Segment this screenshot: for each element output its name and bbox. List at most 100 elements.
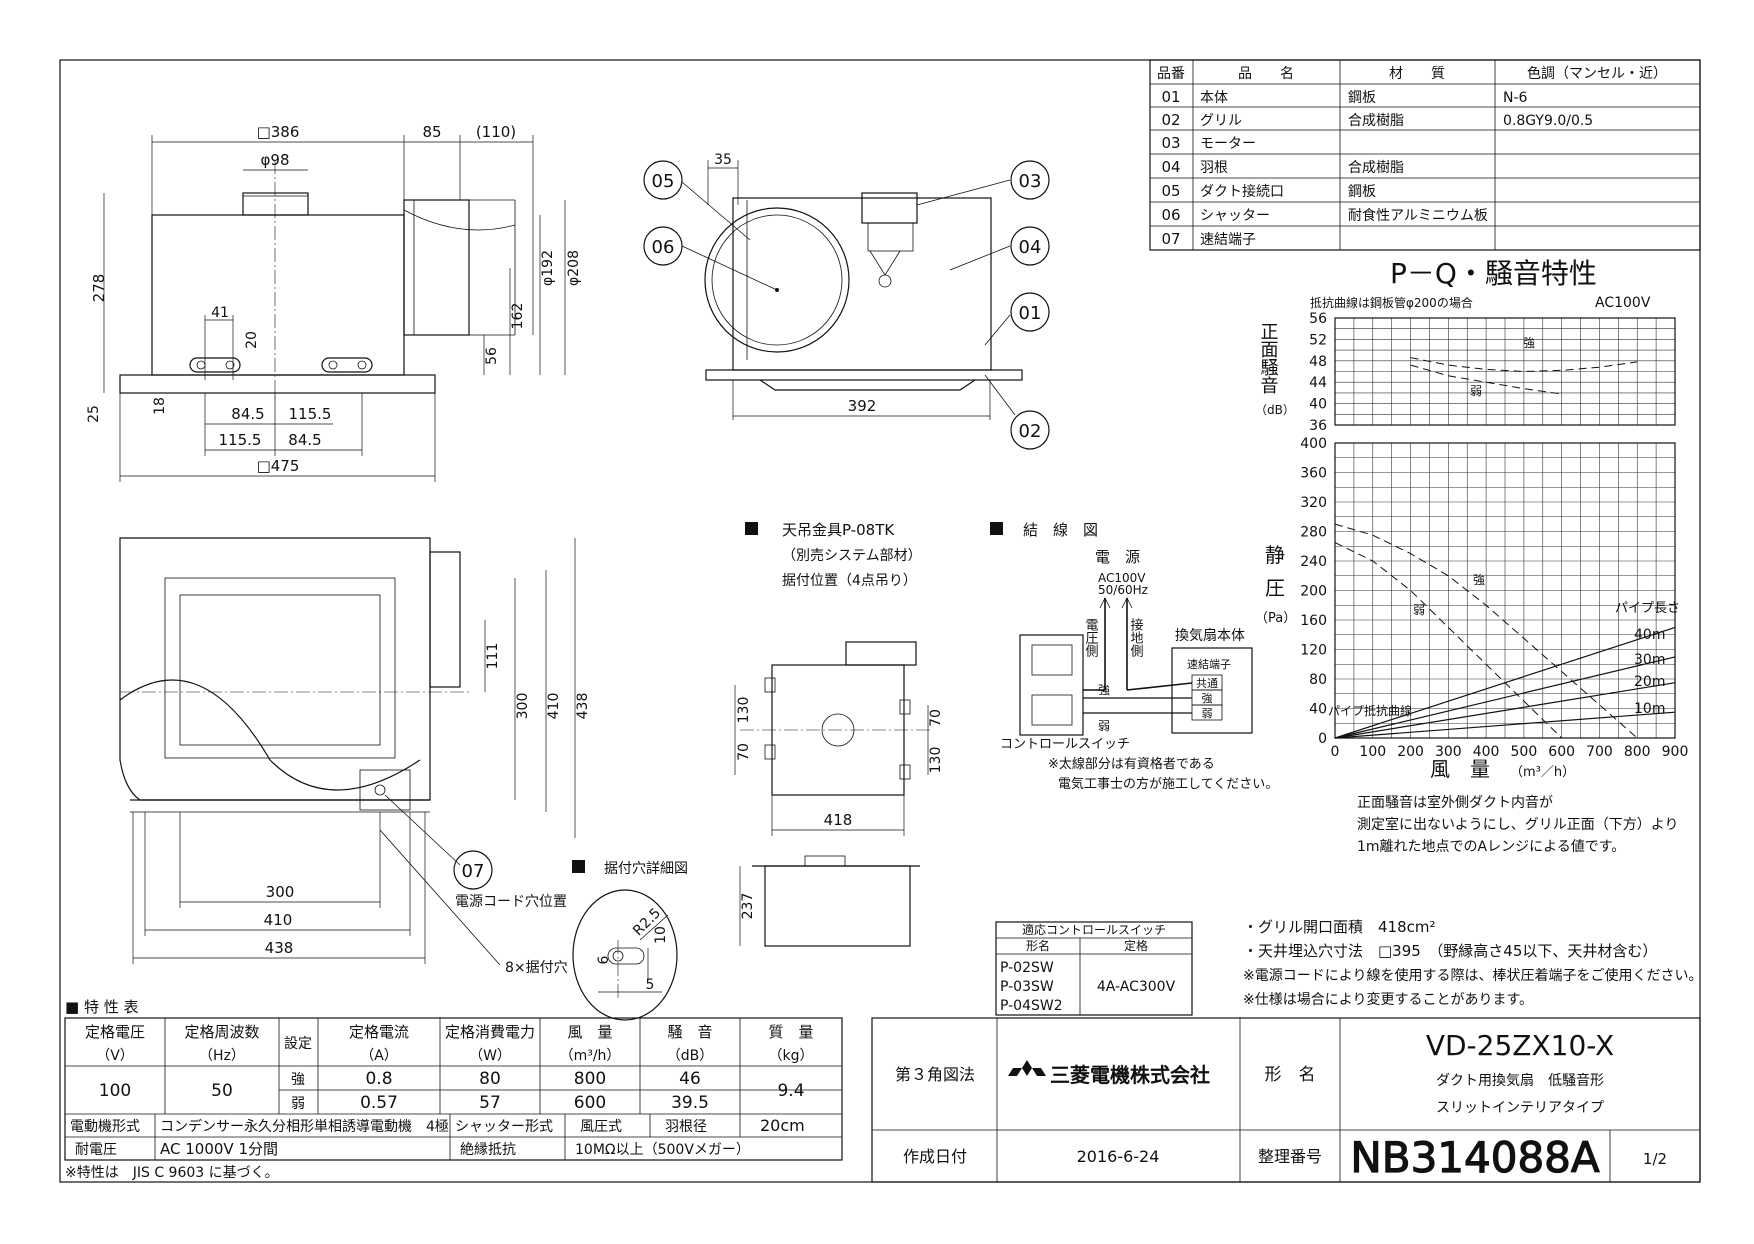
wiring-title: 結 線 図: [1023, 521, 1098, 539]
wiring-note1: ※太線部分は有資格者である: [1048, 756, 1215, 772]
date-label: 作成日付: [903, 1147, 967, 1166]
part-no: 05: [1161, 182, 1180, 200]
noise-ytick: 44: [1309, 375, 1327, 391]
pq-chart: P－Q・騒音特性 抵抗曲線は鋼板管φ200の場合 AC100V 正面騒音 （dB…: [1255, 257, 1688, 855]
part-material: 鋼板: [1348, 90, 1376, 106]
pressure-ytick: 200: [1300, 584, 1327, 600]
char-header-setting: 設定: [284, 1036, 312, 1052]
spec-notes: ・グリル開口面積 418cm² ・天井埋込穴寸法 □395 （野縁高さ45以下、…: [1243, 918, 1702, 1008]
dim-25: 25: [86, 405, 102, 423]
mitsubishi-logo-icon: [1008, 1060, 1046, 1076]
part-name: グリル: [1200, 113, 1242, 129]
pressure-ytick: 240: [1300, 554, 1327, 570]
char-frequency-value: 50: [211, 1081, 233, 1101]
char-header-flow: 風 量: [567, 1023, 612, 1041]
chart-caption-1: 正面騒音は室外側ダクト内音が: [1357, 794, 1553, 811]
pressure-ytick: 160: [1300, 613, 1327, 629]
noise-ytick: 56: [1309, 311, 1327, 327]
char-flow-weak: 600: [574, 1093, 606, 1113]
terminal-weak: 弱: [1202, 707, 1213, 720]
wiring-power-label: 電 源: [1095, 548, 1140, 566]
callout-04: [1010, 226, 1050, 266]
dim-35: 35: [714, 152, 732, 168]
callout-02-label: 02: [1019, 421, 1042, 442]
front-view: □386 85 (110) φ98 278 25 41 20 18 84.5 1…: [86, 123, 582, 482]
part-no: 06: [1161, 206, 1180, 224]
switch-table: 適応コントロールスイッチ 形名 定格 P-02SW P-03SW P-04SW2…: [995, 921, 1193, 1016]
side-view: 35 392 05 06 03 04 01 02: [643, 152, 1050, 450]
hanger-dim-70-a: 70: [736, 743, 752, 761]
chart-xlabel: 風 量: [1430, 757, 1490, 781]
callout-06-label: 06: [652, 237, 675, 258]
char-blade-label: 羽根径: [665, 1119, 707, 1135]
char-power-strong: 80: [479, 1069, 501, 1089]
noise-ytick: 48: [1309, 354, 1327, 370]
char-unit-current: （A）: [360, 1048, 398, 1064]
dim-85: 85: [422, 123, 441, 141]
mount-hole-label: 8×据付穴: [505, 960, 568, 976]
pressure-series-弱: [1334, 542, 1563, 739]
callout-05: [643, 160, 683, 200]
callout-01-label: 01: [1019, 303, 1042, 324]
wiring-ground-label: 接地側: [1128, 617, 1144, 657]
pressure-strong-label: 強: [1473, 573, 1485, 587]
part-no: 03: [1161, 134, 1180, 152]
mount-hole-detail-title: 据付穴詳細図: [604, 861, 688, 877]
x-tick: 800: [1624, 744, 1651, 760]
model-label: 形 名: [1265, 1065, 1316, 1085]
x-tick: 0: [1331, 744, 1340, 760]
chart-note-top: 抵抗曲線は鋼板管φ200の場合: [1310, 295, 1473, 310]
mount-hole-detail: 据付穴詳細図 R2.5 10 6 5: [572, 860, 688, 1021]
pressure-ytick: 320: [1300, 495, 1327, 511]
dim-84-5-b: 84.5: [288, 431, 321, 449]
char-header-power: 定格消費電力: [445, 1023, 535, 1041]
char-withstand-label: 耐電圧: [75, 1142, 117, 1158]
dim-438-h: 438: [265, 939, 294, 957]
dim-278: 278: [90, 274, 108, 303]
char-blade-value: 20cm: [760, 1116, 805, 1135]
char-unit-frequency: （Hz）: [199, 1048, 245, 1064]
chart-title: P－Q・騒音特性: [1390, 257, 1597, 290]
pipe-length-40: 40m: [1634, 627, 1665, 643]
char-motor-label: 電動機形式: [70, 1119, 140, 1135]
part-material: 合成樹脂: [1348, 160, 1404, 176]
callout-07: [453, 850, 493, 890]
dim-438-v: 438: [575, 693, 591, 720]
pressure-ylabel-2: 圧: [1265, 576, 1285, 600]
char-motor-value: コンデンサー永久分相形単相誘導電動機 4極: [160, 1118, 449, 1135]
char-unit-power: （W）: [469, 1048, 511, 1064]
switch-model: P-04SW2: [1000, 998, 1063, 1014]
wiring-terminal-label: 速結端子: [1187, 657, 1231, 671]
callout-06: [643, 226, 683, 266]
noise-weak-label: 弱: [1470, 384, 1482, 398]
pipe-length-label: パイプ長さ: [1615, 601, 1680, 616]
switch-header-model: 形名: [1026, 938, 1050, 953]
hanger-note: 据付位置（4点吊り）: [782, 573, 917, 589]
part-material: 鋼板: [1348, 184, 1376, 200]
pressure-series-30m: [1334, 656, 1676, 739]
char-footnote: ※特性は JIS C 9603 に基づく。: [65, 1164, 279, 1181]
chart-xunit: （m³／h）: [1510, 765, 1575, 780]
char-unit-noise: （dB）: [667, 1048, 714, 1064]
pressure-ytick: 80: [1309, 672, 1327, 688]
model-number: VD-25ZX10-X: [1426, 1029, 1614, 1062]
hanger-dim-237: 237: [740, 893, 756, 920]
dim-110: (110): [476, 123, 516, 141]
wire-weak-label: 弱: [1098, 719, 1110, 733]
wiring-note2: 電気工事士の方が施工してください。: [1058, 776, 1278, 792]
pressure-ytick: 40: [1309, 702, 1327, 718]
chart-caption-3: 1m離れた地点でのAレンジによる値です。: [1357, 838, 1625, 855]
spec-note2: ※仕様は場合により変更することがあります。: [1243, 991, 1533, 1008]
char-setting-weak: 弱: [291, 1096, 305, 1112]
pressure-unit: （Pa）: [1255, 611, 1296, 626]
char-insulation-value: 10MΩ以上（500Vメガー）: [575, 1142, 750, 1158]
dim-41: 41: [211, 305, 229, 321]
parts-header-name: 品 名: [1238, 66, 1294, 82]
char-current-weak: 0.57: [360, 1093, 398, 1113]
char-setting-strong: 強: [291, 1072, 305, 1088]
noise-frame: [1334, 317, 1676, 426]
x-tick: 600: [1548, 744, 1575, 760]
hanger-view: 天吊金具P-08TK （別売システム部材） 据付位置（4点吊り） 130 70 …: [734, 521, 944, 947]
